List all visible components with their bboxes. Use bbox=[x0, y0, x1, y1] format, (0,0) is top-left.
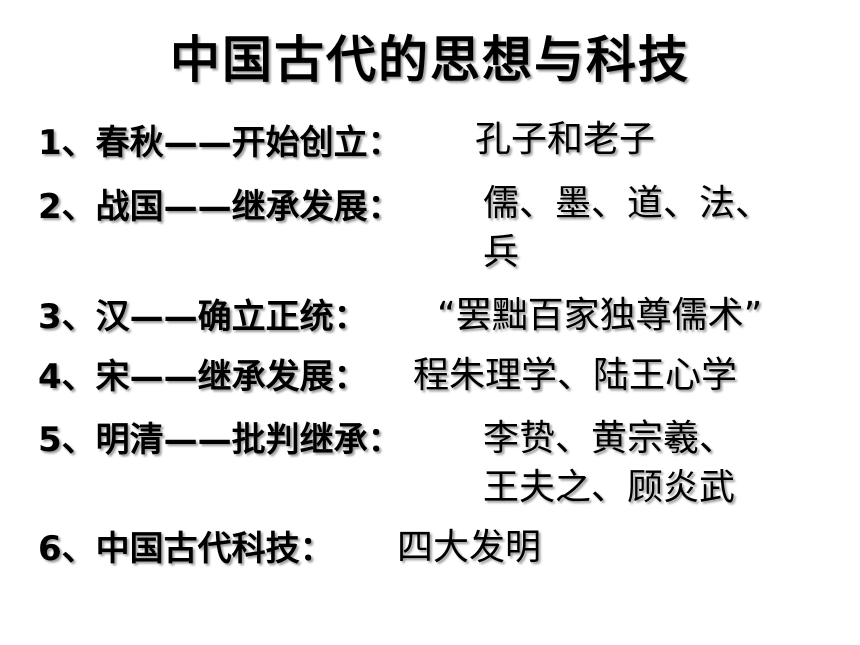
answer-line: 李贽、黄宗羲、 bbox=[483, 418, 736, 459]
item-answer: 李贽、黄宗羲、 王夫之、顾炎武 bbox=[483, 415, 735, 512]
item-label: 1、春秋——开始创立： bbox=[38, 123, 402, 163]
item-label: 3、汉——确立正统： bbox=[38, 297, 368, 337]
item-label: 2、战国——继承发展： bbox=[38, 187, 402, 227]
answer-line: 王夫之、顾炎武 bbox=[483, 466, 736, 508]
slide-title: 中国古代的思想与科技 bbox=[170, 31, 690, 89]
item-answer: “罢黜百家独尊儒术” bbox=[437, 292, 762, 341]
answer-line: 兵 bbox=[483, 231, 520, 273]
answer-line: 四大发明 bbox=[397, 527, 542, 568]
item-answer: 儒、墨、道、法、 兵 bbox=[483, 180, 771, 277]
item-label: 4、宋——继承发展： bbox=[38, 357, 368, 397]
answer-line: “罢黜百家独尊儒术” bbox=[437, 295, 763, 336]
item-label: 5、明清——批判继承： bbox=[38, 420, 402, 460]
item-label: 6、中国古代科技： bbox=[38, 529, 334, 569]
item-answer: 孔子和老子 bbox=[475, 116, 655, 165]
answer-line: 儒、墨、道、法、 bbox=[483, 183, 772, 224]
item-answer: 程朱理学、陆王心学 bbox=[413, 352, 737, 401]
answer-line: 程朱理学、陆王心学 bbox=[413, 355, 738, 396]
answer-line: 孔子和老子 bbox=[475, 119, 656, 160]
item-answer: 四大发明 bbox=[397, 524, 541, 573]
